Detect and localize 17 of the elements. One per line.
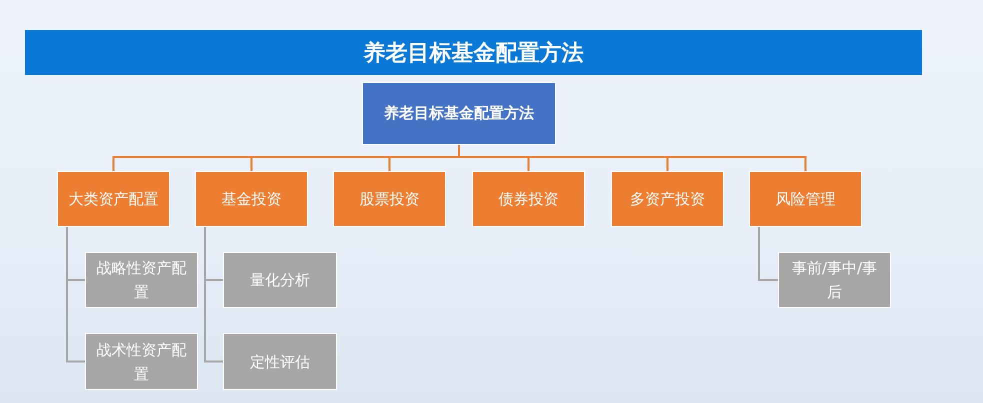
- title-banner: 养老目标基金配置方法: [25, 30, 922, 75]
- subcategory-box: 战略性资产配置: [85, 252, 198, 308]
- category-box: 风险管理: [749, 171, 862, 227]
- connector-line: [458, 145, 806, 171]
- connector-line: [66, 227, 85, 362]
- category-box: 债券投资: [472, 171, 585, 227]
- connector-line: [204, 227, 223, 362]
- subcategory-box: 事前/事中/事后: [778, 252, 891, 308]
- category-box: 基金投资: [195, 171, 308, 227]
- category-box: 多资产投资: [611, 171, 724, 227]
- connector-line: [758, 227, 778, 281]
- category-box: 股票投资: [333, 171, 446, 227]
- root-box: 养老目标基金配置方法: [362, 82, 556, 145]
- subcategory-box: 量化分析: [223, 252, 337, 308]
- subcategory-box: 战术性资产配置: [85, 333, 198, 390]
- category-box: 大类资产配置: [57, 171, 170, 227]
- subcategory-box: 定性评估: [223, 333, 337, 390]
